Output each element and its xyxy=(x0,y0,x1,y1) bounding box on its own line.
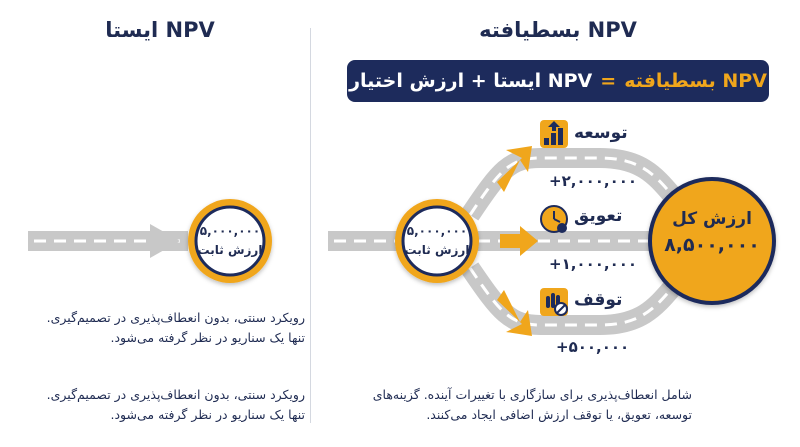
static-description-2-line2: تنها یک سناریو در نظر گرفته می‌شود. xyxy=(110,407,305,422)
static-description-2-line1: رویکرد سنتی، بدون انعطاف‌پذیری در تصمیم‌… xyxy=(46,387,305,402)
arrow-abandon xyxy=(497,290,532,336)
option-label-expand: توسعه xyxy=(574,123,628,143)
option-value-expand: +۲,۰۰۰,۰۰۰ xyxy=(549,172,638,190)
formula-equals: = xyxy=(600,70,617,92)
total-circle xyxy=(648,177,776,305)
static-circle-label: ارزش ثابت xyxy=(197,243,263,257)
expanded-npv-title: NPV بسطیافته xyxy=(479,18,637,42)
section-divider xyxy=(310,28,311,423)
option-arrows xyxy=(497,146,538,336)
start-circle-value: ۵,۰۰۰,۰۰۰ xyxy=(406,224,468,238)
clock-icon xyxy=(540,205,568,233)
option-value-abandon: +۵۰۰,۰۰۰ xyxy=(556,338,630,356)
stop-hand-icon xyxy=(540,288,568,316)
option-label-defer: تعویق xyxy=(574,206,623,226)
static-description-1-line2: تنها یک سناریو در نظر گرفته می‌شود. xyxy=(110,330,305,345)
expanded-description-line2: توسعه، تعویق، یا توقف ارزش اضافی ایجاد م… xyxy=(426,407,692,422)
static-circle-inner xyxy=(194,205,266,277)
arrow-defer xyxy=(500,226,538,256)
static-description-1-line1: رویکرد سنتی، بدون انعطاف‌پذیری در تصمیم‌… xyxy=(46,310,305,325)
arrow-expand xyxy=(497,146,532,192)
option-value-defer: +۱,۰۰۰,۰۰۰ xyxy=(549,255,638,273)
total-value: ۸,۵۰۰,۰۰۰ xyxy=(664,234,760,256)
static-road-arrow xyxy=(28,224,188,258)
expanded-description: شامل انعطاف‌پذیری برای سازگاری با تغییرا… xyxy=(320,385,692,425)
formula-lhs: NPV بسطیافته xyxy=(624,70,767,92)
static-circle-value: ۵,۰۰۰,۰۰۰ xyxy=(199,224,261,238)
static-description-1: رویکرد سنتی، بدون انعطاف‌پذیری در تصمیم‌… xyxy=(10,308,305,348)
formula-rhs: NPV ایستا + ارزش اختیار xyxy=(349,70,593,92)
total-label: ارزش کل xyxy=(672,209,752,229)
option-label-abandon: توقف xyxy=(574,290,623,310)
expanded-description-line1: شامل انعطاف‌پذیری برای سازگاری با تغییرا… xyxy=(372,387,692,402)
start-circle-inner xyxy=(401,205,473,277)
static-npv-title: NPV ایستا xyxy=(105,18,215,42)
start-circle-label: ارزش ثابت xyxy=(404,243,470,257)
formula-banner: NPV بسطیافته = NPV ایستا + ارزش اختیار xyxy=(347,60,769,102)
growth-bars-icon xyxy=(540,120,568,148)
static-description-2: رویکرد سنتی، بدون انعطاف‌پذیری در تصمیم‌… xyxy=(10,385,305,425)
